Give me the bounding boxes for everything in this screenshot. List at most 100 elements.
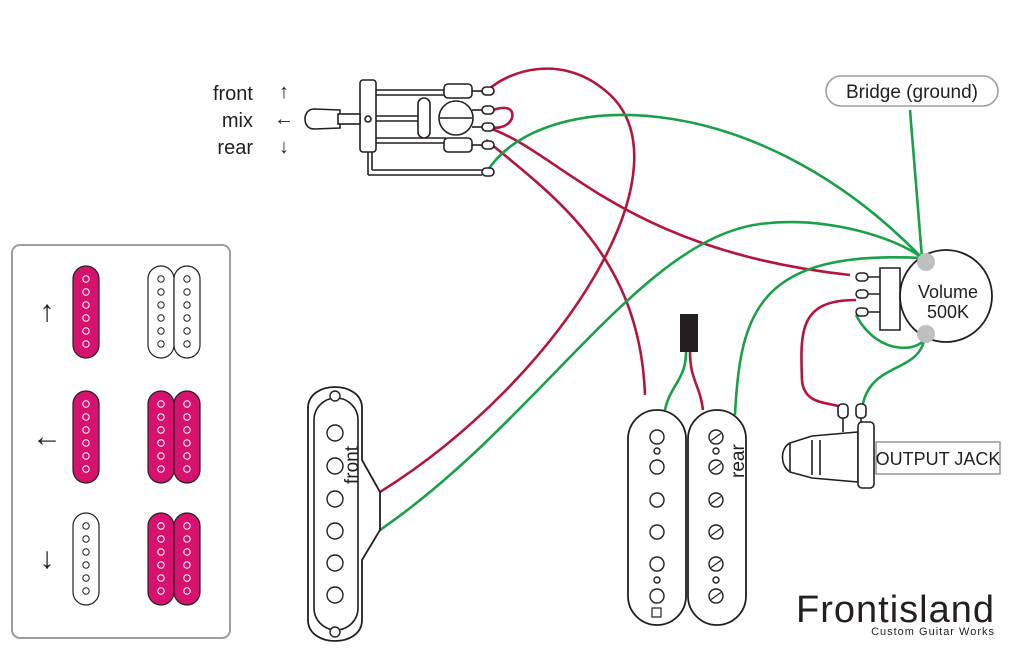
wire-bridge-ground: [908, 109, 924, 259]
legend-pole: [157, 400, 165, 408]
pole-screw-slot: [710, 463, 722, 471]
legend-pole: [183, 439, 191, 447]
switch-label-front: front: [213, 83, 253, 105]
legend-pole: [183, 275, 191, 283]
legend-pole: [183, 327, 191, 335]
switch-lug: [481, 86, 495, 96]
pole-screw-slot: [710, 560, 722, 568]
switch-lever-tip: [304, 108, 341, 130]
wire-hum-red-lead: [688, 351, 705, 411]
pot-lug: [855, 307, 869, 317]
legend-row: ↑: [40, 265, 201, 359]
pole-piece: [649, 588, 665, 604]
switch-label-mix: mix: [222, 110, 253, 132]
legend-arrow-icon: ←: [32, 420, 62, 453]
legend-pole: [157, 548, 165, 556]
legend-pole: [82, 465, 90, 473]
legend-row: ↓: [40, 512, 201, 606]
brand-tagline: Custom Guitar Works: [871, 626, 995, 638]
output-jack-label: OUTPUT JACK: [876, 449, 1001, 469]
legend-single-coil: [72, 512, 100, 606]
brand-name: Frontisland: [796, 589, 995, 631]
volume-value-label: 500K: [927, 302, 969, 322]
legend-pole: [82, 548, 90, 556]
pole-piece: [326, 490, 344, 508]
wire-switch-green: [486, 113, 923, 259]
brand-logo: Frontisland Custom Guitar Works: [796, 589, 995, 638]
rear-humbucker-pickup: rear: [627, 314, 749, 626]
wire-front-ground: [379, 220, 923, 532]
legend-humbucker-coil: [173, 265, 201, 359]
pole-piece: [326, 586, 344, 604]
switch-slider: [417, 97, 431, 139]
pole-piece: [712, 576, 720, 584]
humbucker-ground-tab: [651, 607, 662, 618]
wire-front-hot: [379, 67, 636, 494]
legend-pole: [157, 439, 165, 447]
pot-ground-solder-point: [917, 325, 935, 343]
legend-pole: [82, 301, 90, 309]
rear-pickup-label: rear: [728, 444, 749, 478]
pole-piece: [649, 492, 665, 508]
legend-pole: [183, 535, 191, 543]
legend-pole: [157, 522, 165, 530]
legend-pole: [183, 400, 191, 408]
output-jack-label-box: [875, 441, 1001, 475]
arrow-up-icon: ↑: [279, 81, 289, 103]
pole-screw-slot: [710, 528, 722, 536]
legend-pole: [183, 314, 191, 322]
legend-pole: [157, 452, 165, 460]
legend-single-coil: [72, 390, 100, 484]
pot-lug: [855, 272, 869, 282]
legend-pole: [157, 465, 165, 473]
wire-rear-ground: [733, 255, 923, 416]
legend-pole: [157, 574, 165, 582]
pole-piece: [712, 447, 720, 455]
legend-pole: [157, 426, 165, 434]
legend-pole: [157, 413, 165, 421]
pole-screw-slot: [710, 433, 722, 441]
legend-pole: [183, 426, 191, 434]
legend-pole: [82, 522, 90, 530]
switch-lug: [481, 167, 495, 177]
legend-pole: [183, 301, 191, 309]
pole-piece: [326, 554, 344, 572]
pole-piece: [326, 424, 344, 442]
legend-pole: [82, 314, 90, 322]
humbucker-coil-north: [627, 409, 687, 626]
pole-screw-slot: [710, 496, 722, 504]
three-way-switch: [304, 79, 495, 177]
switch-lug: [481, 140, 495, 150]
legend-pole: [82, 413, 90, 421]
pole-piece: [326, 457, 344, 475]
legend-pole: [183, 452, 191, 460]
legend-arrow-icon: ↓: [40, 542, 55, 575]
legend-pole: [183, 340, 191, 348]
switch-label-rear: rear: [217, 137, 253, 159]
pole-screw-slot: [710, 592, 722, 600]
jack-plug-body: [789, 431, 859, 483]
pole-piece: [649, 524, 665, 540]
legend-pole: [183, 522, 191, 530]
legend-pole: [183, 574, 191, 582]
switch-tab: [443, 83, 473, 99]
bridge-ground-label: Bridge (ground): [825, 75, 999, 107]
switch-lug: [481, 105, 495, 115]
switch-position-labels: front ↑ mix ← rear ↓: [213, 81, 294, 159]
front-pickup-label: front: [342, 445, 363, 484]
jack-socket: [857, 421, 875, 489]
wire-hum-green-lead: [663, 351, 688, 411]
switch-lug: [481, 122, 495, 132]
mounting-screw: [329, 390, 341, 402]
legend-pole: [157, 288, 165, 296]
legend-pole: [82, 288, 90, 296]
pickup-selection-legend: ↑ ← ↓: [11, 244, 231, 639]
mounting-screw: [329, 626, 341, 638]
legend-arrow-icon: ↑: [40, 295, 55, 328]
legend-pole: [183, 561, 191, 569]
legend-pole: [183, 288, 191, 296]
legend-pole: [82, 340, 90, 348]
volume-pot: Volume 500K: [855, 249, 993, 343]
legend-pole: [82, 400, 90, 408]
legend-pole: [157, 275, 165, 283]
